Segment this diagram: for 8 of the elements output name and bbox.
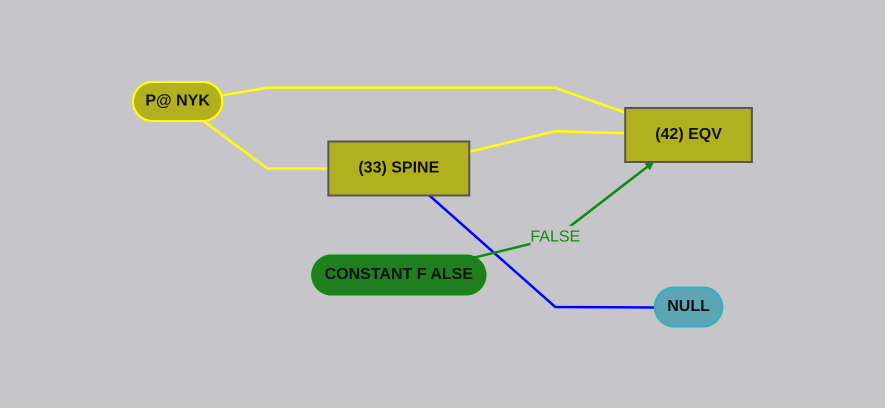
connector [221,86,626,114]
node-box: (33) SPINE [327,140,470,196]
connector [428,194,656,308]
arrow [474,161,654,259]
edge-label: FALSE [530,228,580,246]
connector [203,120,328,170]
node-box: (42) EQV [624,106,753,163]
connector [469,130,626,153]
